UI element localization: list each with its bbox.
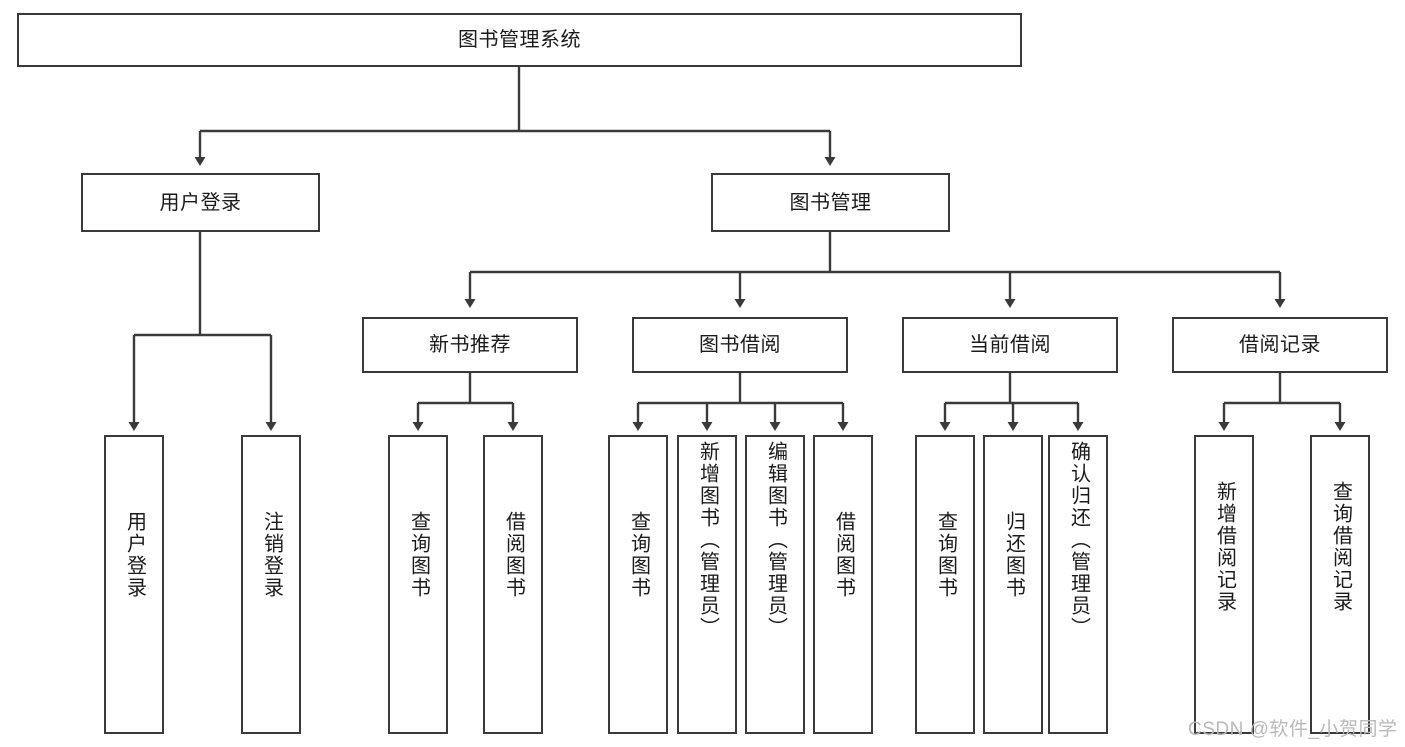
node-book-borrow[interactable]: 图书借阅 [632,317,848,373]
leaf-current-borrow-1[interactable]: 查询图书 [915,435,975,734]
leaf-label: 编辑图书（管理员） [764,441,787,639]
leaf-new-book-2[interactable]: 借阅图书 [483,435,543,734]
node-root[interactable]: 图书管理系统 [17,13,1022,67]
node-user-login[interactable]: 用户登录 [81,173,320,232]
leaf-label: 查询图书 [407,511,430,599]
leaf-book-borrow-1[interactable]: 查询图书 [608,435,668,734]
leaf-label: 注销登录 [260,511,283,599]
leaf-label: 查询借阅记录 [1329,481,1352,613]
leaf-new-book-1[interactable]: 查询图书 [388,435,448,734]
leaf-label: 归还图书 [1002,511,1025,599]
node-new-book-recommend[interactable]: 新书推荐 [362,317,578,373]
leaf-borrow-record-2[interactable]: 查询借阅记录 [1310,435,1370,734]
leaf-book-borrow-3[interactable]: 编辑图书（管理员） [745,435,805,734]
node-borrow-record-label: 借阅记录 [1239,334,1321,356]
node-current-borrow-label: 当前借阅 [969,334,1051,356]
leaf-label: 查询图书 [934,511,957,599]
node-new-book-recommend-label: 新书推荐 [429,334,511,356]
leaf-book-borrow-2[interactable]: 新增图书（管理员） [677,435,737,734]
leaf-label: 借阅图书 [502,511,525,599]
leaf-label: 用户登录 [123,511,146,599]
leaf-user-login-2[interactable]: 注销登录 [241,435,301,734]
node-current-borrow[interactable]: 当前借阅 [902,317,1118,373]
node-book-borrow-label: 图书借阅 [699,334,781,356]
leaf-user-login-1[interactable]: 用户登录 [104,435,164,734]
node-borrow-record[interactable]: 借阅记录 [1172,317,1388,373]
leaf-label: 借阅图书 [832,511,855,599]
node-user-login-label: 用户登录 [159,191,242,214]
leaf-label: 确认归还（管理员） [1067,441,1090,639]
leaf-label: 新增图书（管理员） [696,441,719,639]
leaf-current-borrow-2[interactable]: 归还图书 [983,435,1043,734]
leaf-label: 新增借阅记录 [1213,481,1236,613]
node-book-manage-label: 图书管理 [789,191,872,214]
node-book-manage[interactable]: 图书管理 [711,173,950,232]
leaf-borrow-record-1[interactable]: 新增借阅记录 [1194,435,1254,734]
node-root-label: 图书管理系统 [458,29,581,51]
leaf-book-borrow-4[interactable]: 借阅图书 [813,435,873,734]
leaf-label: 查询图书 [627,511,650,599]
leaf-current-borrow-3[interactable]: 确认归还（管理员） [1048,435,1108,734]
